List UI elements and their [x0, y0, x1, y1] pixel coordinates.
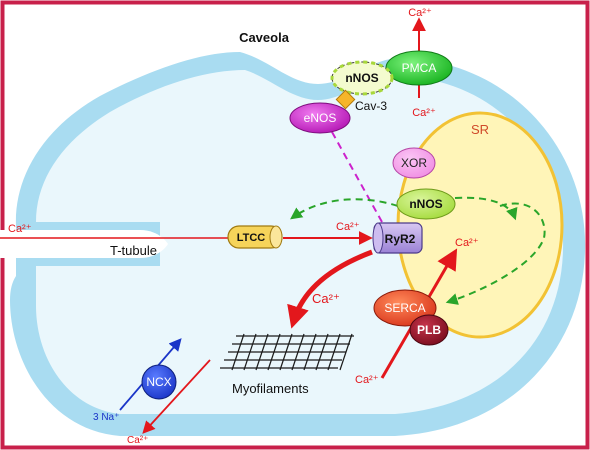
cav3-label: Cav-3: [355, 99, 387, 113]
no-arrow-ltcc: [290, 198, 399, 220]
nnos-sr-protein: nNOS: [396, 188, 456, 220]
nnos-caveolar-label: nNOS: [345, 71, 378, 85]
xor-label: XOR: [401, 156, 427, 170]
nnos-caveolar-protein: nNOS: [330, 60, 394, 96]
nnos-sr-label: nNOS: [409, 197, 442, 211]
ryr2-channel: RyR2: [372, 222, 423, 254]
calcium-label-sr-release: Ca²⁺: [312, 291, 340, 306]
calcium-label-pmca-out: Ca²⁺: [408, 7, 432, 19]
xor-protein: XOR: [392, 147, 436, 179]
calcium-efflux-line: [142, 359, 211, 434]
pmca-protein: PMCA: [385, 50, 453, 86]
t-tubule-lumen: [0, 230, 168, 258]
t-tubule-label: T-tubule: [110, 243, 157, 258]
ncx-label: NCX: [146, 375, 171, 389]
sodium-label: 3 Na⁺: [93, 412, 119, 423]
ryr2-label: RyR2: [385, 232, 416, 246]
sr-release-arrow: [287, 249, 373, 329]
serca-label: SERCA: [384, 301, 425, 315]
ltcc-label: LTCC: [237, 232, 266, 244]
enos-protein: eNOS: [289, 102, 351, 134]
sr-label: SR: [471, 122, 489, 137]
pmca-label: PMCA: [402, 61, 437, 75]
calcium-label-myofilaments: Ca²⁺: [355, 374, 379, 386]
ltcc-channel: LTCC: [227, 225, 283, 249]
enos-ryr2-link: [331, 131, 383, 223]
caveola-label: Caveola: [239, 30, 290, 45]
calcium-label-ltcc-ryr2: Ca²⁺: [336, 221, 360, 233]
plb-protein: PLB: [409, 314, 449, 346]
calcium-label-ncx: Ca²⁺: [127, 435, 148, 446]
cav3-protein: Cav-3: [335, 89, 387, 113]
calcium-label-pmca-in: Ca²⁺: [412, 107, 436, 119]
myofilaments: [220, 333, 354, 371]
myofilaments-label: Myofilaments: [232, 381, 309, 396]
calcium-label-serca-uptake: Ca²⁺: [455, 237, 479, 249]
enos-label: eNOS: [304, 111, 337, 125]
no-arrow-ryr2: [454, 196, 518, 221]
plb-label: PLB: [417, 323, 441, 337]
ncx-exchanger: NCX: [141, 364, 177, 400]
calcium-label-t-tubule: Ca²⁺: [8, 223, 32, 235]
no-arrow-serca: [445, 202, 546, 305]
